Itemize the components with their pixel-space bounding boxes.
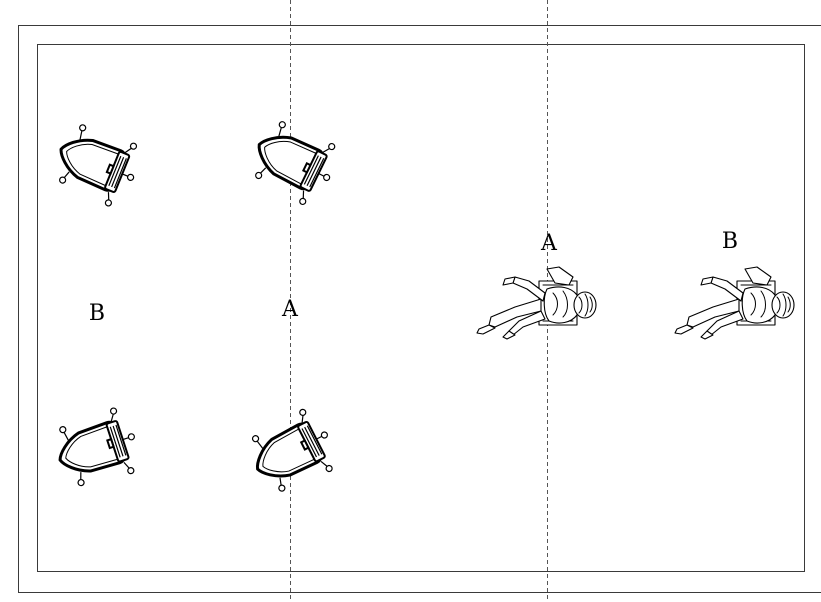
label-chairs-right: A: [281, 297, 299, 322]
seated-person-icon: [477, 267, 596, 339]
outer-frame: [19, 26, 821, 593]
chair-icon: [243, 404, 343, 500]
chair-icon: [48, 119, 146, 211]
seated-person-icon: [675, 267, 794, 339]
label-figure-right: B: [722, 229, 738, 254]
chair-icon: [50, 404, 145, 493]
label-figure-left: A: [540, 231, 558, 256]
inner-frame: [38, 45, 805, 572]
chair-icon: [244, 115, 344, 210]
label-chairs-left: B: [89, 301, 105, 326]
